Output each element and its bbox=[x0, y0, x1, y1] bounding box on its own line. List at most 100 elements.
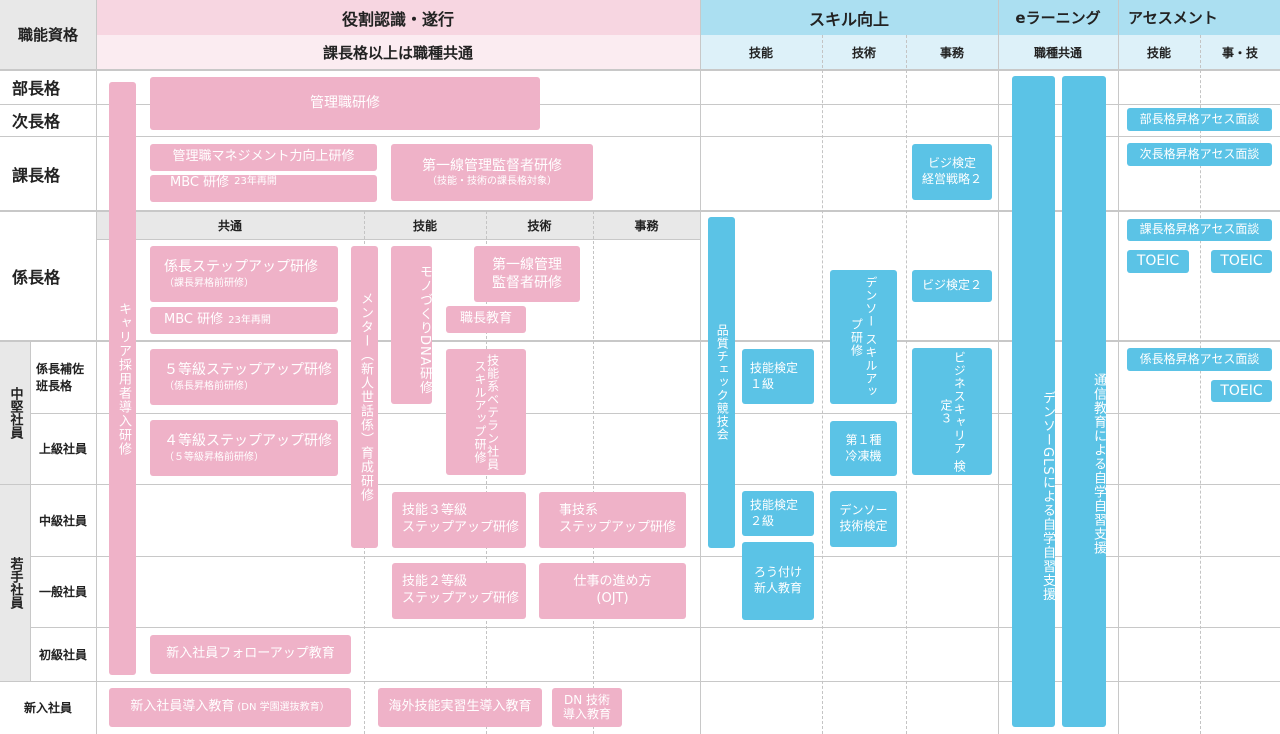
box-label: デンソー bbox=[839, 503, 888, 518]
box-label: (OJT) bbox=[596, 591, 629, 606]
denso-gls-self-study[interactable]: デンソーGLSによる自学自習支援 bbox=[1012, 76, 1055, 727]
ginou-grade2-training[interactable]: 技能２等級ステップアップ研修 bbox=[392, 563, 526, 619]
box-label: 第１種 bbox=[845, 432, 882, 447]
grade4-stepup-training[interactable]: ４等級ステップアップ研修（５等級昇格前研修） bbox=[150, 420, 338, 476]
dn-tech-intro[interactable]: DN 技術導入教育 bbox=[552, 688, 622, 727]
mbc-note: 23年再開 bbox=[228, 315, 271, 326]
box-label: 技術検定 bbox=[839, 519, 888, 533]
box-label: 監督者研修 bbox=[492, 275, 562, 291]
box-label: DN 技術 bbox=[563, 692, 611, 707]
overseas-trainee-intro[interactable]: 海外技能実習生導入教育 bbox=[378, 688, 542, 727]
box-label: ４等級ステップアップ研修 bbox=[164, 433, 332, 450]
grade-shinnyu: 新入社員 bbox=[23, 701, 72, 715]
mbc-note: 23年再開 bbox=[234, 176, 277, 187]
box-label: 仕事の進め方 bbox=[573, 574, 652, 590]
management-improvement-training[interactable]: 管理職マネジメント力向上研修 bbox=[150, 144, 377, 171]
toeic-jigi-2[interactable]: TOEIC bbox=[1211, 380, 1272, 402]
first-line-supervisor-training-2[interactable]: 第一線管理監督者研修 bbox=[474, 246, 580, 302]
group-chuken: 中堅社員 bbox=[0, 341, 30, 484]
mbc-label: MBC 研修 bbox=[170, 175, 230, 190]
bucho-assessment[interactable]: 部長格昇格アセス面談 bbox=[1127, 108, 1272, 131]
grade-hosa: 係長補佐 班長格 bbox=[36, 362, 85, 393]
grade-jokyu: 上級社員 bbox=[38, 442, 87, 456]
management-training[interactable]: 管理職研修 bbox=[150, 77, 540, 130]
career-hire-training[interactable]: キャリア採用者導入研修 bbox=[109, 82, 136, 675]
header-elearning-sub: 職種共通 bbox=[998, 35, 1118, 69]
box-label: 新人教育 bbox=[753, 581, 802, 595]
first-line-supervisor-training[interactable]: 第一線管理監督者研修 （技能・技術の課長格対象） bbox=[391, 144, 593, 201]
denso-tech-test[interactable]: デンソー技術検定 bbox=[830, 491, 897, 547]
header-assess-ginou: 技能 bbox=[1118, 35, 1200, 69]
brazing-new-employee[interactable]: ろう付け新人教育 bbox=[742, 542, 814, 620]
box-note: (DN 学園選抜教育） bbox=[237, 702, 330, 713]
box-label: 第一線管理 bbox=[492, 256, 562, 273]
box-label: ビジ検定 bbox=[927, 156, 976, 171]
jicho-assessment[interactable]: 次長格昇格アセス面談 bbox=[1127, 143, 1272, 166]
box-label: ステップアップ研修 bbox=[402, 520, 520, 535]
header-assessment: アセスメント bbox=[1118, 0, 1280, 35]
grade-kakaricho: 係長格 bbox=[12, 268, 61, 287]
new-employee-followup[interactable]: 新入社員フォローアップ教育 bbox=[150, 635, 351, 674]
new-employee-intro[interactable]: 新入社員導入教育(DN 学園選抜教育） bbox=[109, 688, 351, 727]
header-assess-jigi: 事・技 bbox=[1200, 35, 1280, 69]
toeic-ginou[interactable]: TOEIC bbox=[1127, 250, 1189, 273]
header-role: 役割認識・遂行 bbox=[96, 0, 700, 35]
box-label: 冷凍機 bbox=[845, 448, 882, 463]
grade-chukyu: 中級社員 bbox=[38, 513, 87, 528]
box-label: １級 bbox=[750, 376, 775, 391]
header-skill-jimu: 事務 bbox=[906, 35, 998, 69]
header-skill-ginou: 技能 bbox=[700, 35, 822, 69]
correspondence-self-study[interactable]: 通信教育による自学自習支援 bbox=[1062, 76, 1106, 727]
grade-kacho: 課長格 bbox=[12, 165, 61, 185]
sub-header-bar bbox=[96, 211, 700, 239]
box-label: 技能２等級 bbox=[402, 574, 468, 590]
box-label: ステップアップ研修 bbox=[402, 591, 520, 606]
box-label: 新入社員導入教育 bbox=[130, 699, 235, 715]
box-label: 第一線管理監督者研修 bbox=[422, 157, 562, 174]
ginou-grade3-training[interactable]: 技能３等級ステップアップ研修 bbox=[392, 492, 526, 548]
box-label: ステップアップ研修 bbox=[559, 520, 677, 535]
sub-col-common: 共通 bbox=[217, 218, 242, 233]
grade-shokyu: 初級社員 bbox=[38, 647, 87, 662]
header-elearning: eラーニング bbox=[998, 0, 1118, 35]
box-label: ２級 bbox=[750, 513, 775, 528]
grade-jicho: 次長格 bbox=[12, 112, 61, 131]
grade5-stepup-training[interactable]: ５等級ステップアップ研修（係長昇格前研修） bbox=[150, 349, 338, 405]
foreman-education[interactable]: 職長教育 bbox=[446, 306, 526, 333]
jigi-stepup-training[interactable]: 事技系ステップアップ研修 bbox=[539, 492, 686, 548]
quality-check-contest[interactable]: 品質チェック競技会 bbox=[708, 217, 735, 548]
business-career-test3[interactable]: ビジネスキャリア 検定３ bbox=[912, 348, 992, 475]
header-skill-gijutsu: 技術 bbox=[822, 35, 906, 69]
box-note: （係長昇格前研修） bbox=[164, 380, 254, 392]
ojt-training[interactable]: 仕事の進め方(OJT) bbox=[539, 563, 686, 619]
sub-col-jimu: 事務 bbox=[634, 218, 659, 233]
kakaricho-stepup-training[interactable]: 係長ステップアップ研修（課長昇格前研修） bbox=[150, 246, 338, 302]
header-skill: スキル向上 bbox=[700, 0, 998, 35]
mentor-training[interactable]: メンター（新人世話係）育成研修 bbox=[351, 246, 378, 548]
box-label: 事技系 bbox=[559, 503, 599, 519]
toeic-jigi[interactable]: TOEIC bbox=[1211, 250, 1272, 273]
biz-test-strategy2[interactable]: ビジ検定経営戦略２ bbox=[912, 144, 992, 200]
veteran-skillup-training[interactable]: 技能系ベテラン社員スキルアップ研修 bbox=[446, 349, 526, 475]
kacho-assessment[interactable]: 課長格昇格アセス面談 bbox=[1127, 219, 1272, 241]
denso-skillup-training[interactable]: デンソー スキルアップ研修 bbox=[830, 270, 897, 404]
kakaricho-assessment[interactable]: 係長格昇格アセス面談 bbox=[1127, 348, 1272, 371]
box-note: （課長昇格前研修） bbox=[164, 277, 254, 289]
grade-ippan: 一般社員 bbox=[38, 585, 87, 599]
box-label: 経営戦略２ bbox=[921, 172, 982, 186]
grade-bucho: 部長格 bbox=[12, 78, 61, 98]
header-role-sub: 課長格以上は職種共通 bbox=[96, 35, 700, 69]
mbc-training-1[interactable]: MBC 研修 23年再開 bbox=[150, 175, 377, 202]
box-label: 技能検定 bbox=[750, 360, 799, 375]
box-note: （技能・技術の課長格対象） bbox=[427, 176, 557, 188]
mbc-training-2[interactable]: MBC 研修 23年再開 bbox=[150, 307, 338, 334]
monozukuri-dna-training[interactable]: モノづくりDNA研修 bbox=[391, 246, 432, 404]
sub-col-gijutsu: 技術 bbox=[527, 218, 552, 233]
sub-col-ginou: 技能 bbox=[412, 218, 437, 233]
mbc-label: MBC 研修 bbox=[164, 312, 224, 328]
refrigeration-class1[interactable]: 第１種冷凍機 bbox=[830, 421, 897, 476]
box-label: 技能検定 bbox=[750, 497, 799, 512]
biz-test-2[interactable]: ビジ検定２ bbox=[912, 270, 992, 302]
